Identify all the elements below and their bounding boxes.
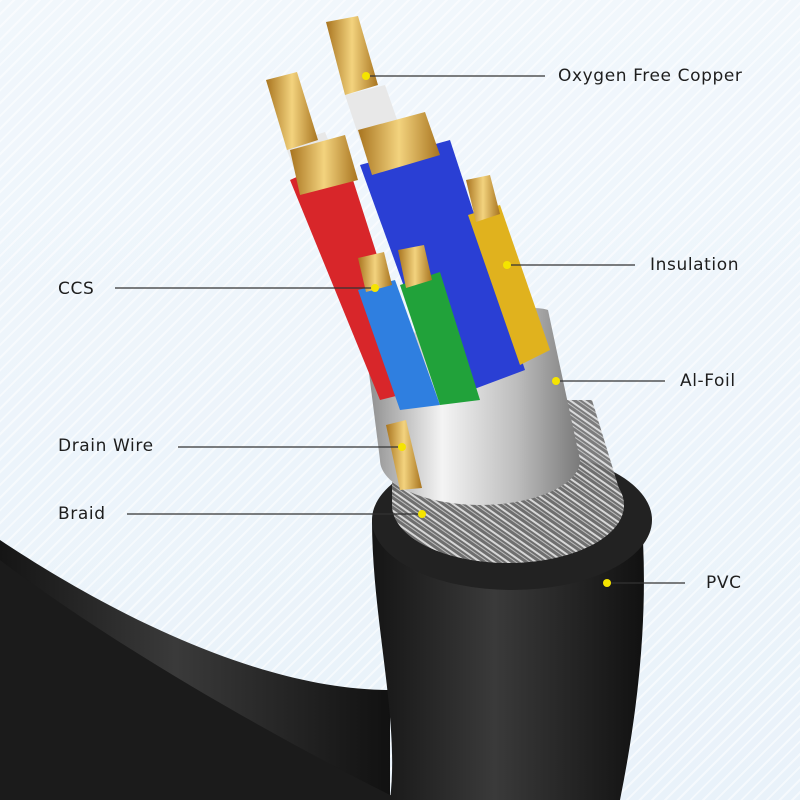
pvc-jacket-loop bbox=[0, 560, 400, 800]
copper-strands-7 bbox=[398, 245, 432, 288]
leader-lines bbox=[115, 75, 685, 584]
copper-strands-6 bbox=[358, 252, 392, 292]
dot-al-foil bbox=[552, 377, 560, 385]
dot-ccs bbox=[371, 284, 379, 292]
insulation-yellow bbox=[468, 205, 550, 365]
dot-braid bbox=[418, 510, 426, 518]
copper-strands-5 bbox=[466, 175, 500, 222]
label-ccs: CCS bbox=[58, 279, 95, 299]
dot-drain-wire bbox=[398, 443, 406, 451]
copper-strands-2 bbox=[326, 16, 378, 95]
dot-pvc bbox=[603, 579, 611, 587]
insulation-green bbox=[400, 272, 480, 405]
callout-dots bbox=[362, 72, 611, 587]
insulation-blue-large bbox=[360, 140, 525, 400]
copper-strands-4 bbox=[358, 112, 440, 175]
label-al-foil: Al-Foil bbox=[680, 371, 736, 391]
insulation-light-blue bbox=[358, 280, 440, 410]
copper-strands-3 bbox=[290, 135, 358, 195]
label-insulation: Insulation bbox=[650, 255, 740, 275]
label-braid: Braid bbox=[58, 504, 106, 524]
label-drain-wire: Drain Wire bbox=[58, 436, 154, 456]
dot-insulation bbox=[503, 261, 511, 269]
copper-strands-1 bbox=[266, 72, 318, 150]
label-oxygen-free-copper: Oxygen Free Copper bbox=[558, 66, 743, 86]
label-pvc: PVC bbox=[706, 573, 742, 593]
dot-oxygen-free-copper bbox=[362, 72, 370, 80]
drain-wire bbox=[386, 420, 422, 490]
